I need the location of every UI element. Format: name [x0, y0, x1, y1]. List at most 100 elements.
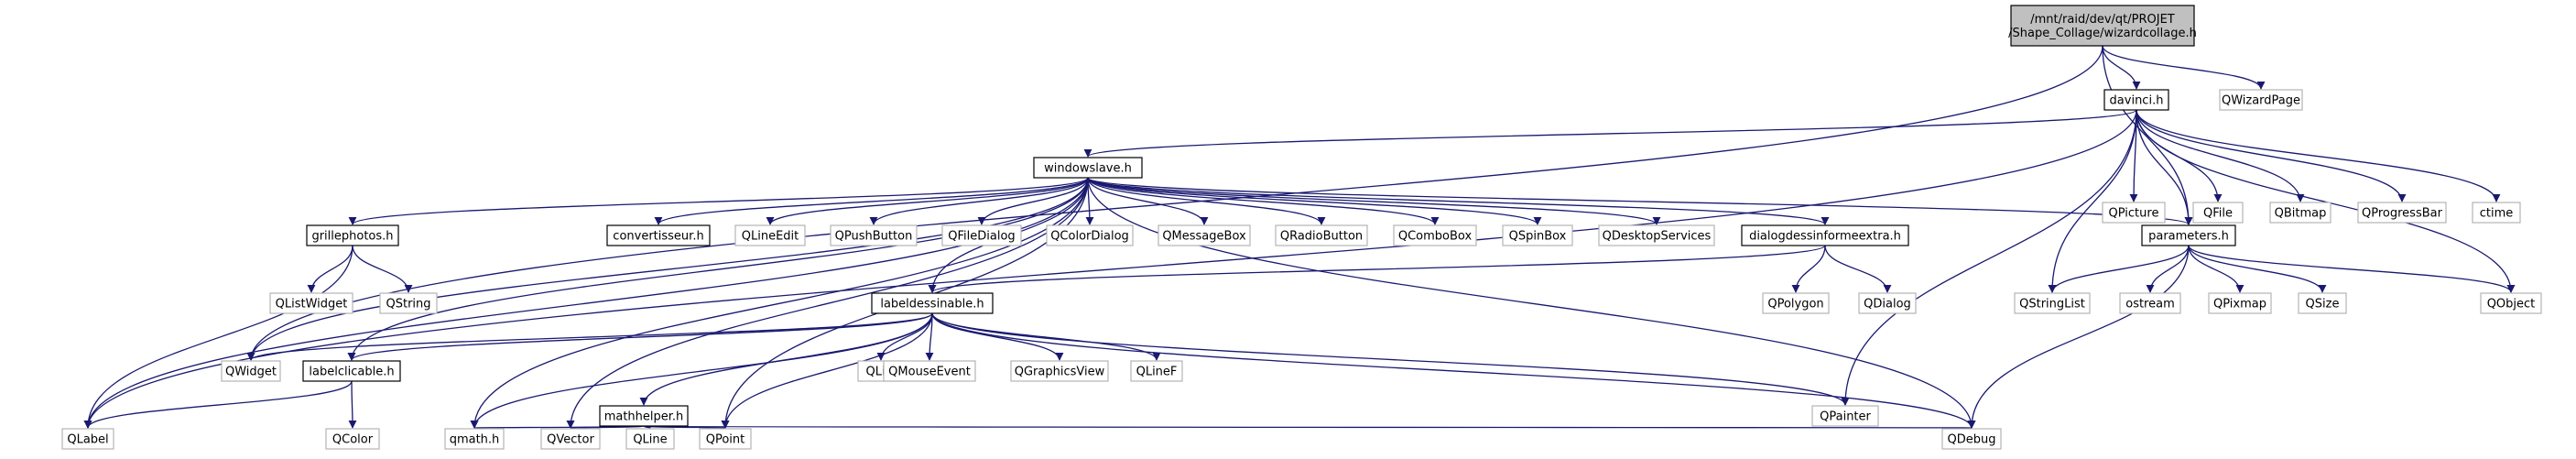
node-label: labeldessinable.h — [880, 298, 984, 311]
edge-windowslave-to-convertisseur — [654, 177, 1089, 225]
node-box — [1858, 292, 1917, 314]
node-qprogressbar: QProgressBar — [2357, 202, 2447, 224]
node-qsize: QSize — [2298, 292, 2347, 314]
node-qpushbutton: QPushButton — [830, 224, 918, 246]
node-box — [444, 428, 505, 450]
edge-labeldessinable-to-qwidget — [246, 312, 933, 361]
node-box — [871, 292, 994, 314]
node-label: QStringList — [2019, 298, 2085, 311]
node-label: QPainter — [1820, 410, 1871, 424]
node-box — [221, 360, 281, 382]
node-box — [883, 360, 976, 382]
edge-davinci-to-parameters — [2136, 109, 2193, 225]
edge-windowslave-to-qfiledialog — [977, 177, 1089, 225]
node-grillephotos[interactable]: grillephotos.h — [306, 224, 399, 246]
node-label: parameters.h — [2148, 230, 2229, 244]
edge-labeldessinable-to-qmath — [470, 312, 933, 429]
edge-labeldessinable-to-qpoint — [721, 312, 933, 429]
node-qmouseevent: QMouseEvent — [883, 360, 976, 382]
node-label: QString — [386, 298, 430, 311]
node-label: QMessageBox — [1162, 230, 1246, 244]
node-qlistwidget: QListWidget — [269, 292, 353, 314]
node-label: /Shape_Collage/wizardcollage.h — [2008, 27, 2197, 40]
node-qlinef: QLineF — [1130, 360, 1183, 382]
node-label: QPixmap — [2213, 298, 2266, 311]
node-qgraphicsview: QGraphicsView — [1010, 360, 1109, 382]
node-labelclicable[interactable]: labelclicable.h — [302, 360, 401, 382]
node-label: QWizardPage — [2222, 94, 2300, 108]
node-label: QPoint — [706, 433, 745, 447]
node-label: QBitmap — [2275, 207, 2327, 221]
node-box — [2119, 292, 2181, 314]
edge-windowslave-to-qlabel — [83, 177, 1089, 429]
node-dialogdessin[interactable]: dialogdessinformeextra.h — [1741, 224, 1909, 246]
node-label: QLabel — [67, 433, 108, 447]
edge-davinci-to-qstringlist — [2048, 109, 2137, 293]
edge-parameters-to-qpixmap — [2188, 245, 2244, 293]
node-convertisseur[interactable]: convertisseur.h — [606, 224, 711, 246]
node-labeldessinable[interactable]: labeldessinable.h — [871, 292, 994, 314]
edge-root-to-qwidget — [246, 45, 2103, 361]
edge-windowslave-to-qdesktopservices — [1087, 177, 1661, 225]
node-box — [2298, 292, 2347, 314]
node-label: QRadioButton — [1280, 230, 1363, 244]
edge-parameters-to-qobject — [2188, 245, 2516, 293]
node-box — [61, 428, 114, 450]
node-box — [302, 360, 401, 382]
node-box — [625, 428, 675, 450]
node-label: QVector — [547, 433, 594, 447]
node-box — [2269, 202, 2331, 224]
node-label: labelclicable.h — [309, 366, 394, 379]
node-qpolygon: QPolygon — [1762, 292, 1830, 314]
edge-davinci-to-qpainter — [1841, 109, 2137, 406]
node-box — [1046, 224, 1134, 246]
edge-dialogdessin-to-labeldessinable — [928, 245, 1826, 293]
node-box — [1158, 224, 1251, 246]
node-mathhelper[interactable]: mathhelper.h — [599, 405, 689, 427]
node-box — [1130, 360, 1183, 382]
node-qcolordialog: QColorDialog — [1046, 224, 1134, 246]
edge-windowslave-to-qwidget — [246, 177, 1089, 361]
edge-root-to-qwizardpage — [2102, 45, 2266, 90]
node-label: QFile — [2203, 207, 2233, 221]
node-qpixmap: QPixmap — [2208, 292, 2272, 314]
edge-windowslave-to-qradiobutton — [1087, 177, 1326, 225]
node-qwizardpage: QWizardPage — [2219, 89, 2303, 111]
node-box — [325, 428, 380, 450]
edge-labeldessinable-to-qlinef — [931, 312, 1161, 361]
node-windowslave[interactable]: windowslave.h — [1033, 157, 1143, 179]
node-box — [1741, 224, 1909, 246]
edge-windowslave-to-qspinbox — [1087, 177, 1542, 225]
node-parameters[interactable]: parameters.h — [2141, 224, 2236, 246]
nodes-layer: /mnt/raid/dev/qt/PROJET/Shape_Collage/wi… — [61, 5, 2542, 450]
edge-windowslave-to-labelclicable — [347, 177, 1089, 361]
edge-root-to-parameters — [2102, 45, 2193, 225]
edge-parameters-to-qdebug — [1967, 245, 2190, 429]
node-qvector: QVector — [540, 428, 601, 450]
node-label: QSize — [2306, 298, 2340, 311]
node-box — [941, 224, 1022, 246]
node-label: QDesktopServices — [1603, 230, 1712, 244]
node-box — [734, 224, 806, 246]
node-box — [2103, 89, 2169, 111]
node-qcombobox: QComboBox — [1393, 224, 1477, 246]
node-qobject: QObject — [2480, 292, 2542, 314]
edges-layer — [83, 45, 2516, 430]
node-box — [2219, 89, 2303, 111]
node-label: qmath.h — [450, 433, 500, 447]
edge-mathhelper-to-qdebug — [643, 421, 1973, 430]
node-ostream: ostream — [2119, 292, 2181, 314]
node-davinci[interactable]: davinci.h — [2103, 89, 2169, 111]
edge-davinci-to-qlabel — [83, 109, 2137, 429]
node-qdesktopservices: QDesktopServices — [1598, 224, 1715, 246]
node-qpoint: QPoint — [699, 428, 752, 450]
node-box — [606, 224, 711, 246]
node-box — [699, 428, 752, 450]
node-box — [1811, 405, 1879, 427]
node-qdebug: QDebug — [1941, 428, 2002, 450]
node-label: ostream — [2125, 298, 2175, 311]
node-root[interactable]: /mnt/raid/dev/qt/PROJET/Shape_Collage/wi… — [2008, 5, 2197, 47]
edge-labeldessinable-to-labelclicable — [347, 312, 933, 361]
node-label: QLine — [633, 433, 667, 447]
node-label: QListWidget — [276, 298, 348, 311]
